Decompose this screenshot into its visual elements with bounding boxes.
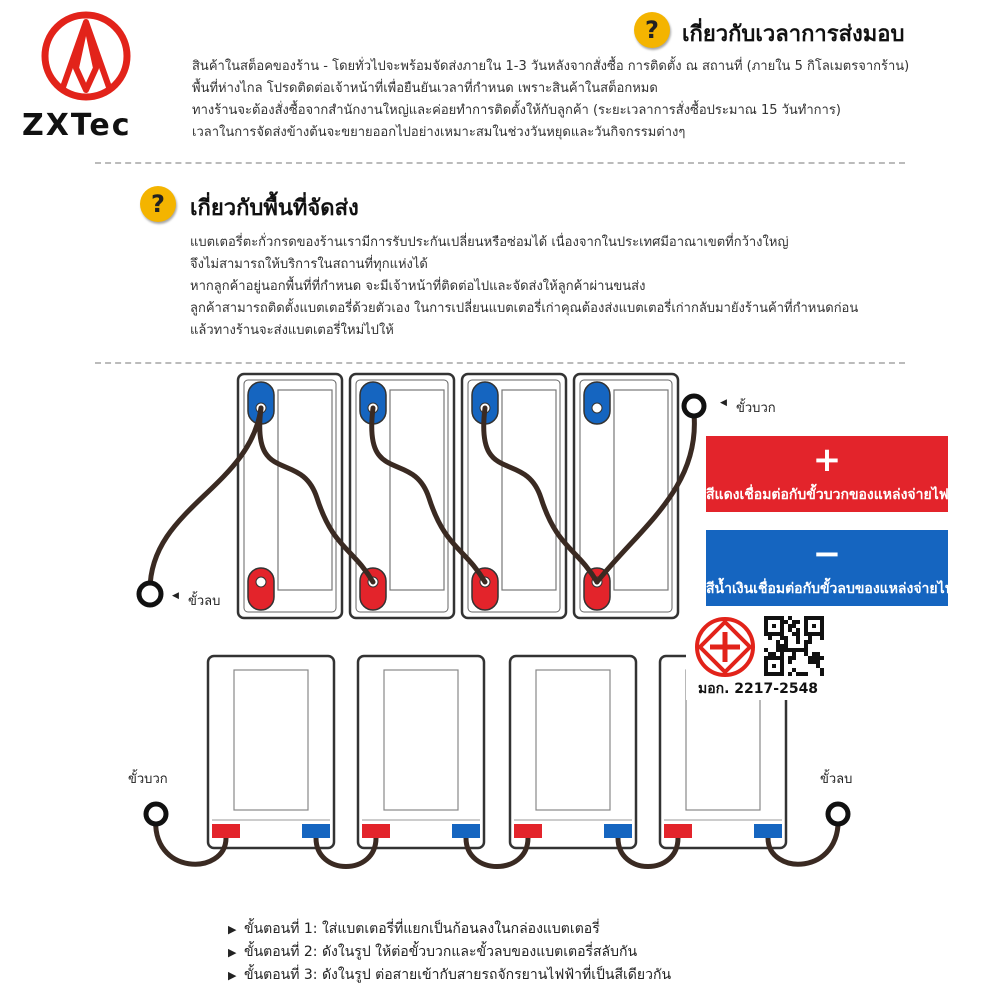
certification-badge: มอก. 2217-2548 (686, 610, 832, 700)
question-icon: ? (634, 12, 670, 48)
positive-terminal-red (359, 567, 387, 611)
delivery-line: เวลาในการจัดส่งข้างต้นจะขยายออกไปอย่างเห… (192, 125, 686, 140)
connecting-cable (369, 405, 488, 585)
triangle-right-icon: ▶ (228, 923, 237, 936)
negative-terminal-label: ขั้วลบ (820, 772, 853, 787)
arrow-left-icon: ◀ (720, 398, 727, 408)
connecting-cable (481, 405, 600, 585)
negative-terminal-blue (452, 824, 480, 838)
positive-ring-terminal (143, 801, 169, 827)
negative-info-text: สีน้ำเงินเชื่อมต่อกับขั้วลบของแหล่งจ่ายไ… (706, 581, 955, 597)
negative-info-box: − สีน้ำเงินเชื่อมต่อกับขั้วลบของแหล่งจ่า… (706, 530, 955, 606)
brand-logo (40, 10, 132, 102)
negative-terminal-blue (302, 824, 330, 838)
negative-lead-cable (765, 815, 841, 867)
section-divider (95, 362, 905, 364)
connecting-cable (463, 837, 531, 869)
positive-terminal-red (247, 567, 275, 611)
installation-steps: ▶ขั้นตอนที่ 1: ใส่แบตเตอรี่ที่แยกเป็นก้อ… (228, 918, 671, 987)
step-item: ▶ขั้นตอนที่ 2: ดังในรูป ให้ต่อขั้วบวกและ… (228, 941, 671, 964)
area-line: แบตเตอรี่ตะกั่วกรดของร้านเรามีการรับประก… (190, 235, 789, 250)
area-line: จึงไม่สามารถให้บริการในสถานที่ทุกแห่งได้ (190, 257, 428, 272)
battery-cell (460, 372, 568, 620)
certification-code: มอก. 2217-2548 (698, 681, 819, 697)
positive-terminal-red (583, 567, 611, 611)
negative-terminal-blue (754, 824, 782, 838)
area-line: แล้วทางร้านจะส่งแบตเตอรี่ใหม่ไปให้ (190, 323, 394, 338)
battery-series-diagram-top (136, 372, 707, 620)
positive-terminal-red (212, 824, 240, 838)
negative-ring-terminal (825, 801, 851, 827)
delivery-section-text: สินค้าในสต็อคของร้าน - โดยทั่วไปจะพร้อมจ… (192, 56, 909, 144)
delivery-section-title: เกี่ยวกับเวลาการส่งมอบ (682, 22, 905, 47)
battery-cell (348, 372, 456, 620)
zxtec-logo-icon (41, 11, 131, 101)
section-divider (95, 162, 905, 164)
tis-mark-icon (695, 617, 755, 677)
battery-cell (236, 372, 344, 620)
connecting-cable (615, 837, 681, 869)
positive-ring-terminal (681, 393, 707, 419)
step-item: ▶ขั้นตอนที่ 3: ดังในรูป ต่อสายเข้ากับสาย… (228, 964, 671, 987)
area-line: หากลูกค้าอยู่นอกพื้นที่ที่กำหนด จะมีเจ้า… (190, 279, 646, 294)
brand-name: ZXTec (22, 108, 132, 143)
arrow-left-icon: ◀ (172, 591, 179, 601)
question-icon: ? (140, 186, 176, 222)
positive-terminal-red (514, 824, 542, 838)
positive-terminal-label: ขั้วบวก (736, 401, 776, 416)
positive-info-box: + สีแดงเชื่อมต่อกับขั้วบวกของแหล่งจ่ายไฟ (706, 436, 949, 512)
positive-terminal-red (664, 824, 692, 838)
battery-cell (508, 654, 638, 850)
area-section-title: เกี่ยวกับพื้นที่จัดส่ง (190, 196, 359, 221)
area-line: ลูกค้าสามารถติดตั้งแบตเตอรี่ด้วยตัวเอง ใ… (190, 301, 859, 316)
positive-info-text: สีแดงเชื่อมต่อกับขั้วบวกของแหล่งจ่ายไฟ (706, 487, 949, 503)
connecting-cable (313, 837, 379, 869)
battery-cell (356, 654, 486, 850)
plus-icon: + (812, 440, 842, 480)
step-item: ▶ขั้นตอนที่ 1: ใส่แบตเตอรี่ที่แยกเป็นก้อ… (228, 918, 671, 941)
delivery-line: สินค้าในสต็อคของร้าน - โดยทั่วไปจะพร้อมจ… (192, 59, 910, 74)
positive-lead-cable (153, 815, 229, 867)
delivery-line: พื้นที่ห่างไกล โปรดติดต่อเจ้าหน้าที่เพื่… (192, 81, 658, 96)
battery-cell (572, 372, 680, 620)
positive-terminal-label: ขั้วบวก (128, 772, 168, 787)
minus-icon: − (812, 534, 842, 574)
qr-code-icon (764, 616, 824, 676)
delivery-line: ทางร้านจะต้องสั่งซื้อจากสำนักงานใหญ่และค… (192, 103, 841, 118)
negative-terminal-blue (604, 824, 632, 838)
triangle-right-icon: ▶ (228, 946, 237, 959)
negative-ring-terminal (136, 580, 164, 608)
positive-terminal-red (362, 824, 390, 838)
negative-lead-cable (147, 405, 264, 593)
positive-terminal-red (471, 567, 499, 611)
triangle-right-icon: ▶ (228, 969, 237, 982)
positive-lead-cable (594, 411, 697, 585)
connecting-cable (257, 405, 376, 585)
battery-series-diagram-bottom (143, 654, 851, 869)
negative-terminal-label: ขั้วลบ (188, 594, 221, 609)
battery-cell (206, 654, 336, 850)
area-section-text: แบตเตอรี่ตะกั่วกรดของร้านเรามีการรับประก… (190, 232, 858, 342)
